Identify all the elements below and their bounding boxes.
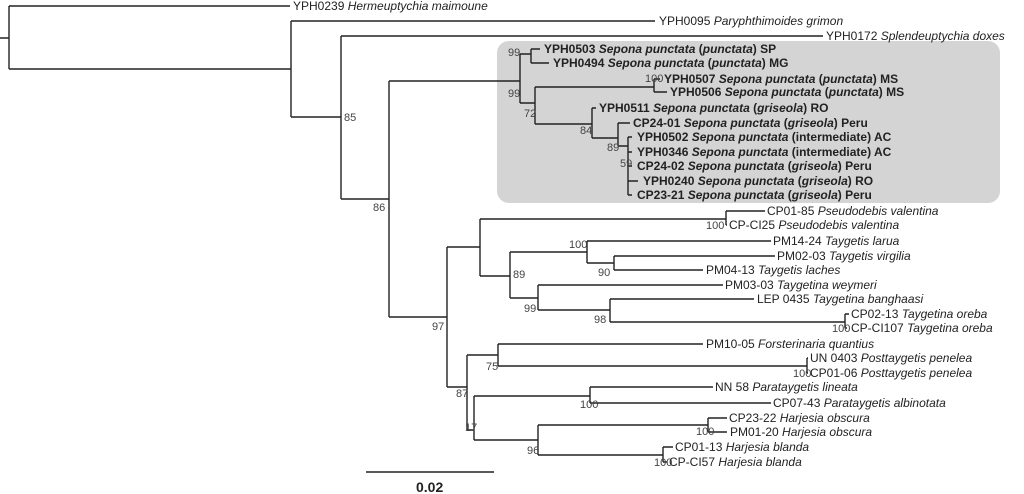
support-value: 97 (432, 321, 444, 333)
support-value: 96 (527, 445, 539, 457)
support-value: 100 (793, 368, 811, 380)
leaf-label: YPH0507 Sepona punctata (punctata) MS (664, 72, 898, 86)
support-value: 100 (580, 399, 598, 411)
leaf-label: CP-CI57 Harjesia blanda (669, 455, 802, 469)
leaf-label: CP23-22 Harjesia obscura (729, 411, 870, 425)
sepona-labels: YPH0503 Sepona punctata (punctata) SPYPH… (544, 42, 904, 202)
leaf-label: LEP 0435 Taygetina banghaasi (757, 292, 923, 306)
leaf-label: YPH0503 Sepona punctata (punctata) SP (544, 42, 776, 56)
leaf-label: YPH0240 Sepona punctata (griseola) RO (643, 174, 873, 188)
leaf-label: NN 58 Parataygetis lineata (715, 380, 858, 394)
support-value: 85 (344, 112, 356, 124)
leaf-label: CP01-06 Posttaygetis penelea (810, 366, 972, 380)
support-value: 99 (508, 47, 520, 59)
support-value: 87 (456, 388, 468, 400)
support-value: 90 (598, 267, 610, 279)
support-value: 84 (580, 125, 592, 137)
support-values: 8586979972998489591001008910090999810075… (344, 47, 850, 469)
scale-bar-label: 0.02 (416, 479, 443, 494)
leaf-label: CP01-13 Harjesia blanda (675, 440, 809, 454)
leaf-label: YPH0502 Sepona punctata (intermediate) A… (637, 130, 892, 144)
leaf-label: CP02-13 Taygetina oreba (851, 307, 988, 321)
support-value: 100 (696, 426, 714, 438)
leaf-label: PM01-20 Harjesia obscura (730, 425, 872, 439)
support-value: 99 (524, 303, 536, 315)
leaf-label: CP24-02 Sepona punctata (griseola) Peru (637, 159, 872, 173)
leaf-label: UN 0403 Posttaygetis penelea (810, 351, 972, 365)
leaf-label: PM04-13 Taygetis laches (706, 263, 840, 277)
leaf-label: YPH0506 Sepona punctata (punctata) MS (670, 85, 904, 99)
leaf-label: YPH0511 Sepona punctata (griseola) RO (599, 101, 828, 115)
leaf-label: CP07-43 Parataygetis albinotata (773, 396, 946, 410)
leaf-label: CP23-21 Sepona punctata (griseola) Peru (637, 188, 872, 202)
leaf-label: YPH0239 Hermeuptychia maimoune (293, 0, 488, 13)
leaf-label: YPH0095 Paryphthimoides grimon (659, 14, 843, 28)
leaf-label: PM10-05 Forsterinaria quantius (706, 337, 874, 351)
leaf-label: CP-CI107 Taygetina oreba (851, 321, 993, 335)
support-value: 89 (513, 269, 525, 281)
support-value: 100 (654, 457, 672, 469)
support-value: 100 (706, 220, 724, 232)
support-value: 86 (373, 202, 385, 214)
support-value: 100 (645, 73, 663, 85)
leaf-label: CP-CI25 Pseudodebis valentina (729, 218, 899, 232)
leaf-label: CP24-01 Sepona punctata (griseola) Peru (633, 116, 868, 130)
support-value: 100 (832, 323, 850, 335)
leaf-label: PM02-03 Taygetis virgilia (777, 249, 911, 263)
leaf-label: PM03-03 Taygetina weymeri (725, 278, 877, 292)
leaf-label: YPH0346 Sepona punctata (intermediate) A… (637, 145, 892, 159)
support-value: 99 (508, 88, 520, 100)
leaf-label: CP01-85 Pseudodebis valentina (767, 204, 939, 218)
leaf-label: YPH0494 Sepona punctata (punctata) MG (553, 56, 788, 70)
support-value: 17 (465, 422, 477, 434)
support-value: 59 (620, 158, 632, 170)
support-value: 89 (607, 142, 619, 154)
support-value: 100 (569, 239, 587, 251)
leaf-label: PM14-24 Taygetis larua (773, 234, 900, 248)
support-value: 72 (524, 108, 536, 120)
sepona-clade-highlight (497, 41, 1000, 203)
support-value: 98 (594, 314, 606, 326)
tree-branches (0, 5, 849, 473)
leaf-label: YPH0172 Splendeuptychia doxes (826, 29, 1005, 43)
outgroup-labels: YPH0239 Hermeuptychia maimoune YPH0095 P… (293, 0, 1005, 43)
support-value: 75 (486, 361, 498, 373)
